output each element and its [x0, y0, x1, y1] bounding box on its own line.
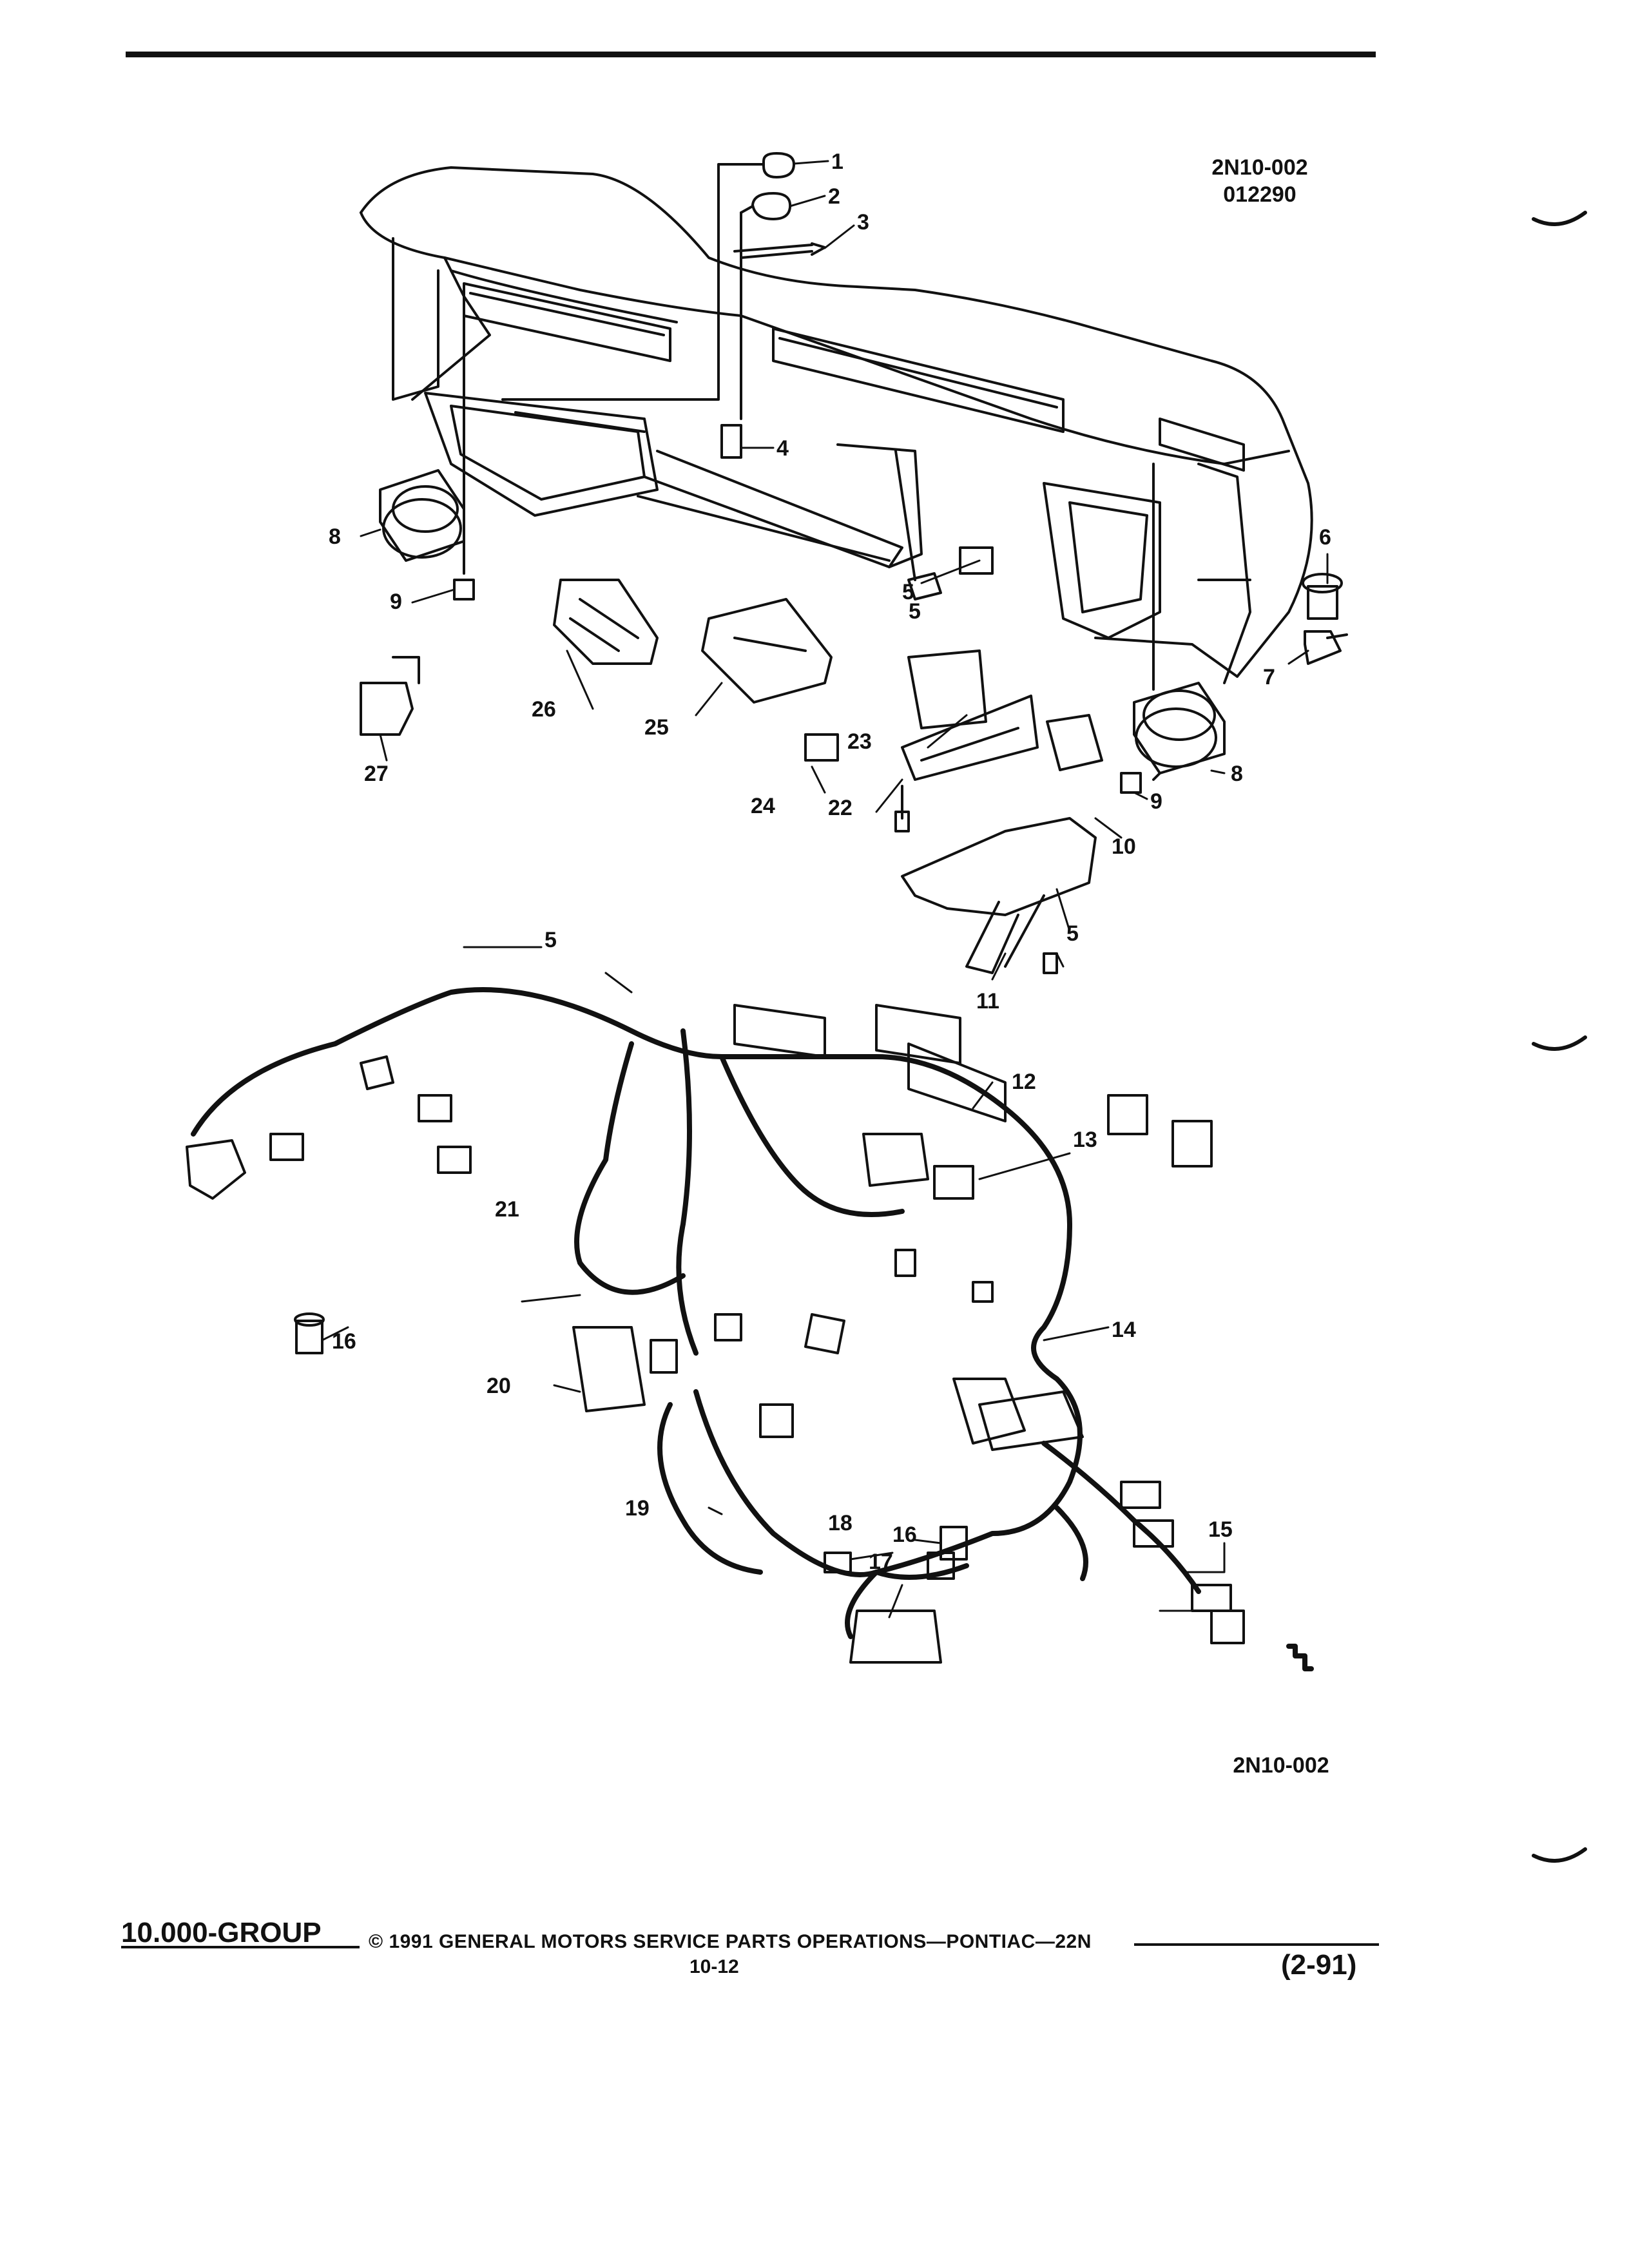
speaker-left: [379, 295, 475, 601]
callout-14: 14: [1112, 1318, 1136, 1342]
speaker-right: [1120, 463, 1226, 794]
callout-labels: 1 2 3 4 5 5 5 5 6 7 8 8 9 9 10 11 12 13 …: [329, 149, 1331, 1574]
callout-9-left: 9: [390, 590, 402, 614]
binding-marks: [1532, 211, 1587, 1863]
footer-page-number: 10-12: [689, 1956, 739, 1977]
footer-date: (2-91): [1281, 1949, 1357, 1981]
callout-12: 12: [1012, 1070, 1036, 1094]
callout-2: 2: [828, 184, 840, 209]
callout-11: 11: [976, 989, 999, 1014]
callout-18: 18: [828, 1511, 853, 1535]
callout-10: 10: [1112, 834, 1136, 859]
callout-5-bracket: 5: [1066, 921, 1079, 946]
callout-5-upper: 5: [902, 580, 914, 604]
callout-8-left: 8: [329, 524, 341, 549]
wiring-harness-drawing: [191, 987, 1201, 1639]
callout-27: 27: [364, 762, 389, 786]
callout-4: 4: [776, 436, 789, 461]
leader-lines: [321, 160, 1329, 1619]
callout-5-harness: 5: [545, 928, 557, 952]
footer-group: 10.000-GROUP: [121, 1917, 322, 1948]
footer-rule-left: [121, 1946, 360, 1948]
callout-24: 24: [751, 794, 775, 818]
harness-connectors: [186, 1004, 1245, 1664]
callout-20: 20: [487, 1374, 511, 1398]
footer-rule-right: [1134, 1943, 1379, 1946]
callout-9-right: 9: [1150, 789, 1162, 814]
callout-16-left: 16: [332, 1329, 356, 1354]
callout-6: 6: [1319, 525, 1331, 550]
uppercase-mark: [1286, 1644, 1314, 1671]
callout-16-right: 16: [892, 1523, 917, 1547]
parts-1-to-4: [501, 152, 826, 459]
callout-15: 15: [1208, 1517, 1233, 1542]
callout-26: 26: [532, 697, 556, 722]
callout-19: 19: [625, 1496, 650, 1521]
header-rule: [126, 52, 1376, 57]
callout-5-extra: 5: [909, 599, 921, 624]
callout-17: 17: [869, 1550, 893, 1574]
instrument-panel-drawing: [360, 166, 1313, 684]
parts-10-11-27: [360, 656, 1103, 974]
callout-21: 21: [495, 1197, 519, 1222]
callout-3: 3: [857, 210, 869, 235]
callout-25: 25: [644, 715, 669, 740]
figure-date-code: 012290: [1223, 182, 1296, 207]
figure-bottom-code: 2N10-002: [1233, 1753, 1329, 1778]
footer-copyright: © 1991 GENERAL MOTORS SERVICE PARTS OPER…: [369, 1931, 1092, 1952]
callout-1: 1: [831, 149, 843, 174]
brackets-22-26: [553, 546, 1039, 832]
callout-13: 13: [1073, 1128, 1097, 1152]
callout-23: 23: [847, 729, 872, 754]
figure-code: 2N10-002: [1211, 155, 1308, 180]
callout-8-right: 8: [1231, 762, 1243, 786]
callout-7: 7: [1263, 665, 1275, 689]
parts-6-and-7: [1302, 573, 1348, 665]
callout-22: 22: [828, 796, 853, 820]
